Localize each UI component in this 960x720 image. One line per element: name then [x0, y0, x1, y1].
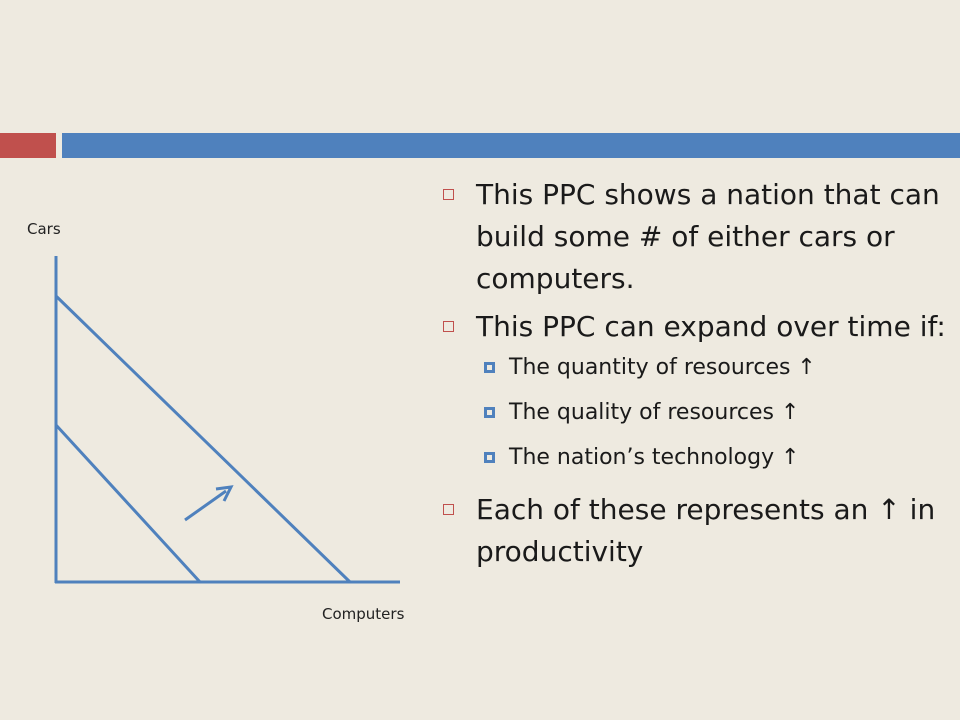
expanded-ppc-line — [54, 294, 352, 584]
hollow-square-bullet-icon — [443, 189, 454, 200]
sub-bullet-text: The quantity of resources ↑ — [509, 355, 816, 380]
original-ppc-line — [54, 423, 202, 584]
title-accent-bar-red — [0, 133, 56, 158]
framed-square-bullet-icon — [484, 362, 495, 373]
sub-bullet-technology: The nation’s technology ↑ — [440, 444, 950, 471]
bullet-productivity: Each of these represents an ↑ in product… — [440, 489, 950, 573]
hollow-square-bullet-icon — [443, 321, 454, 332]
sub-bullet-group: The quantity of resources ↑ The quality … — [440, 354, 950, 471]
framed-square-bullet-icon — [484, 452, 495, 463]
framed-square-bullet-icon — [484, 407, 495, 418]
bullet-text: This PPC shows a nation that can build s… — [476, 178, 940, 295]
sub-bullet-quantity: The quantity of resources ↑ — [440, 354, 950, 381]
title-accent-bar-blue — [62, 133, 960, 158]
sub-bullet-text: The quality of resources ↑ — [509, 400, 800, 425]
y-axis-label: Cars — [27, 220, 61, 238]
bullet-ppc-description: This PPC shows a nation that can build s… — [440, 174, 950, 300]
bullet-ppc-expand: This PPC can expand over time if: — [440, 306, 950, 348]
bullet-list: This PPC shows a nation that can build s… — [440, 174, 950, 579]
outward-shift-arrow — [184, 485, 234, 522]
sub-bullet-quality: The quality of resources ↑ — [440, 399, 950, 426]
bullet-text: This PPC can expand over time if: — [476, 310, 946, 343]
hollow-square-bullet-icon — [443, 504, 454, 515]
sub-bullet-list: The quantity of resources ↑ The quality … — [440, 354, 950, 471]
x-axis-label: Computers — [322, 605, 405, 623]
sub-bullet-text: The nation’s technology ↑ — [509, 445, 800, 470]
ppc-diagram: Cars Computers — [27, 220, 405, 623]
bullet-text: Each of these represents an ↑ in product… — [476, 493, 936, 568]
